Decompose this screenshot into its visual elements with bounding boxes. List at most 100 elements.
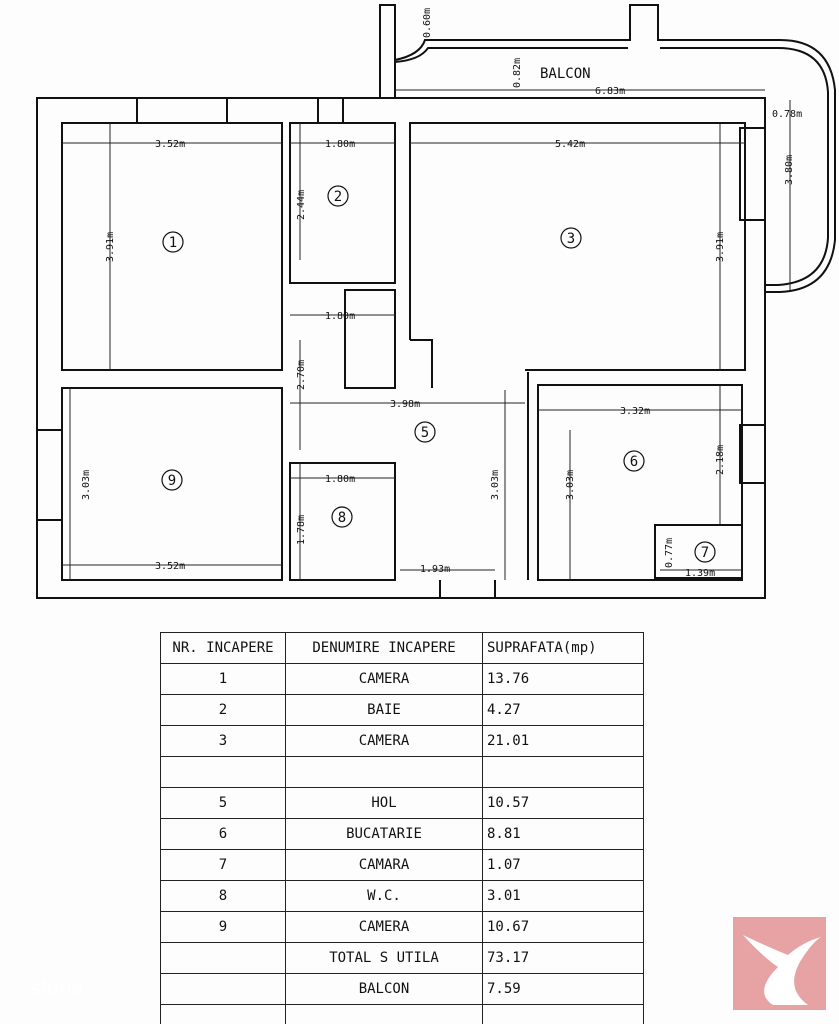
- area-cell: 21.01: [482, 725, 644, 757]
- room-7-wall: [654, 524, 743, 579]
- room-name-cell: W.C.: [285, 880, 483, 912]
- room-number-9: 9: [168, 473, 176, 489]
- window: [317, 97, 344, 124]
- dim-label: 2.44m: [296, 190, 307, 220]
- header-cell: SUPRAFATA(mp): [482, 632, 644, 664]
- room-name-cell: HOL: [285, 787, 483, 819]
- header-cell: NR. INCAPERE: [160, 632, 286, 664]
- dim-label: 1.93m: [420, 564, 450, 575]
- dim-label: 3.91m: [105, 232, 116, 262]
- area-cell: 1.07: [482, 849, 644, 881]
- floor-plan: BALCON 6.83m 0.82m 0.60m 0.78m 3.80m 3.5…: [36, 4, 836, 599]
- room-8-wall: [289, 462, 396, 581]
- dim-label: 3.91m: [715, 232, 726, 262]
- dim-label: 1.80m: [325, 139, 355, 150]
- room-number-cell: 1: [160, 663, 286, 695]
- room-name-cell: CAMERA: [285, 911, 483, 943]
- room-number-cell: [160, 1004, 286, 1024]
- window: [36, 429, 63, 521]
- dim-label: 3.52m: [155, 139, 185, 150]
- balcony-label: BALCON: [540, 66, 591, 82]
- area-cell: 3.01: [482, 880, 644, 912]
- room-number-cell: 2: [160, 694, 286, 726]
- brand-logo: [733, 917, 826, 1010]
- room-number-cell: 8: [160, 880, 286, 912]
- room-number-cell: 6: [160, 818, 286, 850]
- outer-wall: [36, 97, 766, 599]
- bird-icon: [743, 935, 821, 1005]
- header-cell: DENUMIRE INCAPERE: [285, 632, 483, 664]
- balcony-inner-wall: [394, 47, 829, 286]
- table-row: [160, 1004, 644, 1024]
- room-number-cell: 5: [160, 787, 286, 819]
- table-row: [160, 756, 644, 788]
- room-number-5: 5: [421, 425, 429, 441]
- area-cell: 73.17: [482, 942, 644, 974]
- dim-label: 3.32m: [620, 406, 650, 417]
- dim-label: 3.03m: [490, 470, 501, 500]
- dim-label: 6.83m: [595, 86, 625, 97]
- room-number-cell: 9: [160, 911, 286, 943]
- room-number-8: 8: [338, 510, 346, 526]
- window: [739, 424, 766, 484]
- area-cell: 7.59: [482, 973, 644, 1005]
- table-header: NR. INCAPERE DENUMIRE INCAPERE SUPRAFATA…: [160, 632, 644, 664]
- area-cell: 4.27: [482, 694, 644, 726]
- area-cell: 10.57: [482, 787, 644, 819]
- dim-label: 0.60m: [422, 8, 433, 38]
- dim-label: 0.78m: [772, 109, 802, 120]
- room-number-7: 7: [701, 545, 709, 561]
- dim-label: 3.03m: [565, 470, 576, 500]
- room-6-wall: [527, 372, 743, 581]
- window: [739, 127, 766, 221]
- room-name-cell: [285, 1004, 483, 1024]
- dim-label: 2.70m: [296, 360, 307, 390]
- room-number-cell: [160, 942, 286, 974]
- dim-label: 1.80m: [325, 474, 355, 485]
- dim-label: 2.18m: [715, 445, 726, 475]
- area-cell: [482, 756, 644, 788]
- area-cell: 13.76: [482, 663, 644, 695]
- window: [136, 97, 228, 124]
- dim-label: 3.52m: [155, 561, 185, 572]
- room-name-cell: CAMERA: [285, 663, 483, 695]
- dim-label: 3.03m: [81, 470, 92, 500]
- room-name-cell: CAMERA: [285, 725, 483, 757]
- room-number-cell: [160, 973, 286, 1005]
- balcony-wall: [379, 4, 836, 293]
- dim-label: 1.39m: [685, 568, 715, 579]
- area-cell: [482, 1004, 644, 1024]
- room-3-wall: [409, 122, 746, 371]
- room-name-cell: BAIE: [285, 694, 483, 726]
- room-name-cell: BALCON: [285, 973, 483, 1005]
- dim-label: 3.98m: [390, 399, 420, 410]
- room-number-cell: 7: [160, 849, 286, 881]
- room-name-cell: BUCATARIE: [285, 818, 483, 850]
- dim-label: 5.42m: [555, 139, 585, 150]
- area-cell: 10.67: [482, 911, 644, 943]
- watermark: storia: [30, 975, 84, 1000]
- dim-label: 0.77m: [664, 538, 675, 568]
- room-number-1: 1: [169, 235, 177, 251]
- dim-label: 3.80m: [784, 155, 795, 185]
- room-name-cell: CAMARA: [285, 849, 483, 881]
- room-number-2: 2: [334, 189, 342, 205]
- room-number-cell: [160, 756, 286, 788]
- area-cell: 8.81: [482, 818, 644, 850]
- dim-label: 0.82m: [512, 58, 523, 88]
- room-name-cell: [285, 756, 483, 788]
- dim-label: 1.80m: [325, 311, 355, 322]
- dim-label: 1.78m: [296, 515, 307, 545]
- room-number-cell: 3: [160, 725, 286, 757]
